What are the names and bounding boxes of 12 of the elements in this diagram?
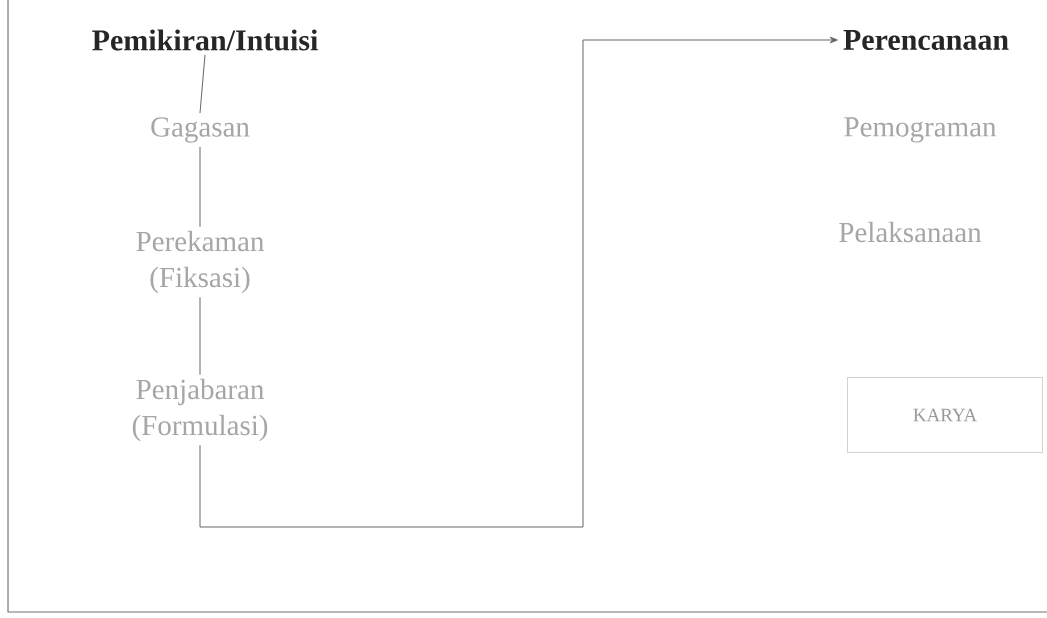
connector-line [199,296,201,376]
heading-text: Pemikiran/Intuisi [92,29,318,51]
connector-line [199,54,206,114]
result-box: KARYA [847,377,1043,453]
arrow [199,36,838,528]
step-text: Pelaksanaan [839,221,982,243]
step-text: Perekaman (Fiksasi) [136,230,264,294]
heading-text: Perencanaan [843,30,1009,50]
connector-line [199,146,201,228]
step-text: Pemograman [844,117,997,143]
step-text: Penjabaran (Formulasi) [132,378,268,442]
step-text: Gagasan [151,117,250,143]
